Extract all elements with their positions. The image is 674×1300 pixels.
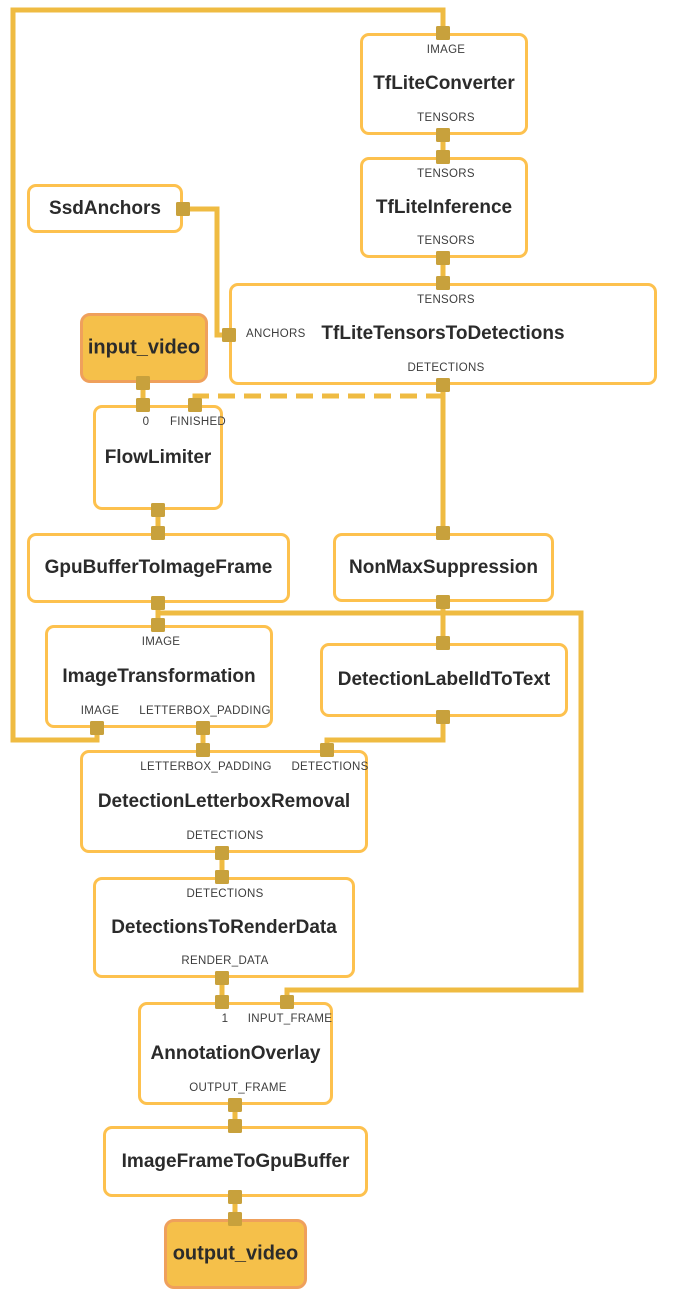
port-label-letterbox-padding: LETTERBOX_PADDING: [139, 705, 271, 717]
node-title-image-frame-to-gpu-buffer: ImageFrameToGpuBuffer: [121, 1150, 350, 1172]
port-label-detections: DETECTIONS: [186, 830, 264, 842]
node-title-flow-limiter: FlowLimiter: [104, 446, 212, 468]
node-tflite-converter[interactable]: TfLiteConverter IMAGE TENSORS: [360, 33, 528, 135]
node-detections-to-render-data[interactable]: DetectionsToRenderData DETECTIONS RENDER_D…: [93, 877, 355, 978]
node-title-tflite-inference: TfLiteInference: [375, 196, 513, 218]
node-detection-letterbox-removal[interactable]: DetectionLetterboxRemoval LETTERBOX_PADDI…: [80, 750, 368, 853]
node-output-video[interactable]: output_video: [164, 1219, 307, 1289]
node-title-non-max-suppression: NonMaxSuppression: [349, 556, 538, 578]
port-label-image: IMAGE: [426, 44, 466, 56]
node-title-detection-letterbox-removal: DetectionLetterboxRemoval: [97, 790, 351, 812]
port-label-tensors: TENSORS: [417, 294, 475, 306]
port-label-tensors: TENSORS: [417, 112, 475, 124]
port-label-image: IMAGE: [141, 636, 181, 648]
node-non-max-suppression[interactable]: NonMaxSuppression: [333, 533, 554, 602]
port-label-anchors: ANCHORS: [246, 328, 306, 340]
node-title-gpu-buffer-to-image-frame: GpuBufferToImageFrame: [44, 557, 273, 578]
node-title-image-transformation: ImageTransformation: [62, 665, 256, 687]
port-label-letterbox-padding: LETTERBOX_PADDING: [140, 761, 272, 773]
node-tflite-tensors-to-detections[interactable]: TfLiteTensorsToDetections TENSORS ANCHORS D…: [229, 283, 657, 385]
node-title-output-video: output_video: [172, 1242, 299, 1265]
port-label-output-frame: OUTPUT_FRAME: [189, 1082, 287, 1094]
node-ssd-anchors[interactable]: SsdAnchors: [27, 184, 183, 233]
node-title-tflite-tensors-to-detections: TfLiteTensorsToDetections: [321, 323, 565, 344]
node-detection-label-id-to-text[interactable]: DetectionLabelIdToText: [320, 643, 568, 717]
node-image-frame-to-gpu-buffer[interactable]: ImageFrameToGpuBuffer: [103, 1126, 368, 1197]
node-title-tflite-converter: TfLiteConverter: [373, 73, 515, 94]
port-label-render-data: RENDER_DATA: [181, 955, 269, 967]
node-title-ssd-anchors: SsdAnchors: [49, 197, 161, 219]
node-flow-limiter[interactable]: FlowLimiter 0 FINISHED: [93, 405, 227, 510]
port-label-input-frame: INPUT_FRAME: [247, 1013, 333, 1025]
port-label-tensors: TENSORS: [417, 235, 475, 247]
node-title-detections-to-render-data: DetectionsToRenderData: [111, 916, 337, 938]
edge-detections-to-finished-backedge[interactable]: [192, 393, 443, 405]
port-label-image: IMAGE: [80, 705, 120, 717]
port-label-finished: FINISHED: [169, 416, 227, 428]
node-title-detection-label-id-to-text: DetectionLabelIdToText: [337, 669, 551, 690]
edge-gpu-buffer-to-annotation-overlay[interactable]: [158, 610, 584, 1002]
edge-image-transformation-to-converter[interactable]: [10, 7, 446, 743]
port-label-1: 1: [221, 1013, 229, 1025]
node-title-input-video: input_video: [87, 336, 201, 359]
port-label-detections: DETECTIONS: [407, 362, 485, 374]
node-annotation-overlay[interactable]: AnnotationOverlay 1 INPUT_FRAME OUTPUT_FRAM…: [138, 1002, 333, 1105]
node-title-annotation-overlay: AnnotationOverlay: [150, 1042, 321, 1064]
port-label-0: 0: [142, 416, 150, 428]
node-input-video[interactable]: input_video: [80, 313, 208, 383]
port-label-detections: DETECTIONS: [186, 888, 264, 900]
port-label-detections: DETECTIONS: [291, 761, 369, 773]
port-label-tensors: TENSORS: [417, 168, 475, 180]
node-gpu-buffer-to-image-frame[interactable]: GpuBufferToImageFrame: [27, 533, 290, 603]
